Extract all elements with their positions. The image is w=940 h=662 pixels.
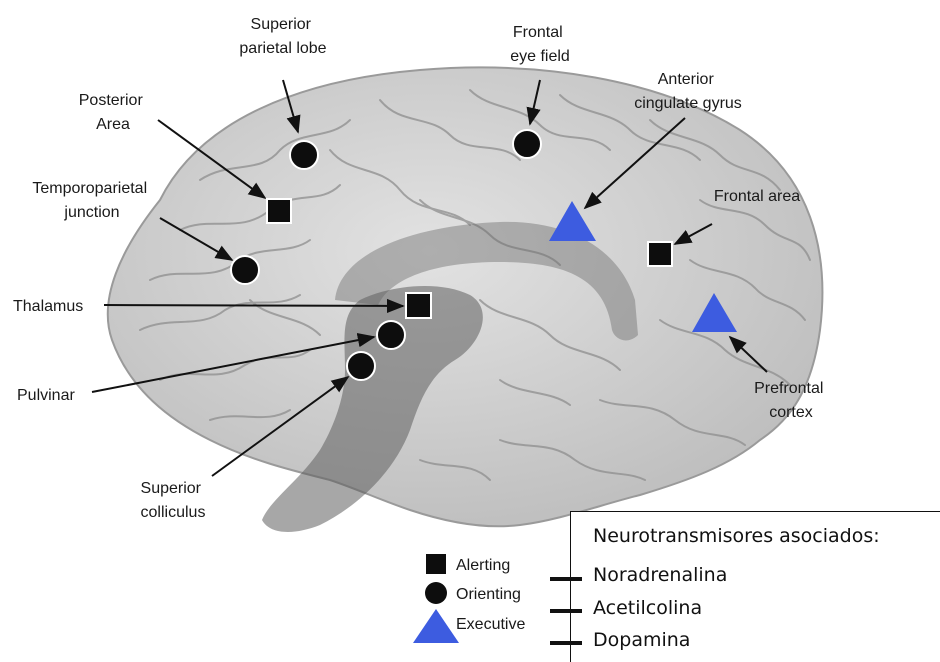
legend-circle-icon (425, 582, 447, 604)
label-superior-colliculus: Superior colliculus (141, 480, 206, 521)
legend-square-icon (426, 554, 446, 574)
label-temporoparietal: Temporoparietal junction (32, 180, 151, 221)
legend: Alerting Orienting Executive (413, 554, 525, 643)
marker-posterior-area (267, 199, 291, 223)
marker-frontal-eye-field (513, 130, 541, 158)
neurotransmitter-noradrenalina: Noradrenalina (593, 564, 727, 586)
label-frontal-eye-field: Frontal eye field (510, 24, 570, 65)
label-thalamus: Thalamus (13, 298, 83, 315)
marker-superior-parietal (290, 141, 318, 169)
tick-acetilcolina (550, 609, 582, 613)
label-frontal-area: Frontal area (714, 188, 800, 205)
legend-alerting: Alerting (456, 557, 510, 574)
label-pulvinar: Pulvinar (17, 387, 75, 404)
marker-temporoparietal (231, 256, 259, 284)
label-posterior-area: Posterior Area (79, 92, 147, 133)
marker-frontal-area (648, 242, 672, 266)
neurotransmitter-acetilcolina: Acetilcolina (593, 597, 702, 619)
marker-superior-colliculus (347, 352, 375, 380)
marker-pulvinar (377, 321, 405, 349)
legend-triangle-icon (413, 609, 459, 643)
legend-orienting: Orienting (456, 586, 521, 603)
neurotransmitter-heading: Neurotransmisores asociados: (593, 525, 880, 547)
tick-noradrenalina (550, 577, 582, 581)
tick-dopamina (550, 641, 582, 645)
neurotransmitter-dopamina: Dopamina (593, 629, 690, 651)
legend-executive: Executive (456, 616, 525, 633)
label-superior-parietal: Superior parietal lobe (239, 16, 326, 57)
arrow-thalamus (104, 305, 403, 306)
marker-thalamus (406, 293, 431, 318)
